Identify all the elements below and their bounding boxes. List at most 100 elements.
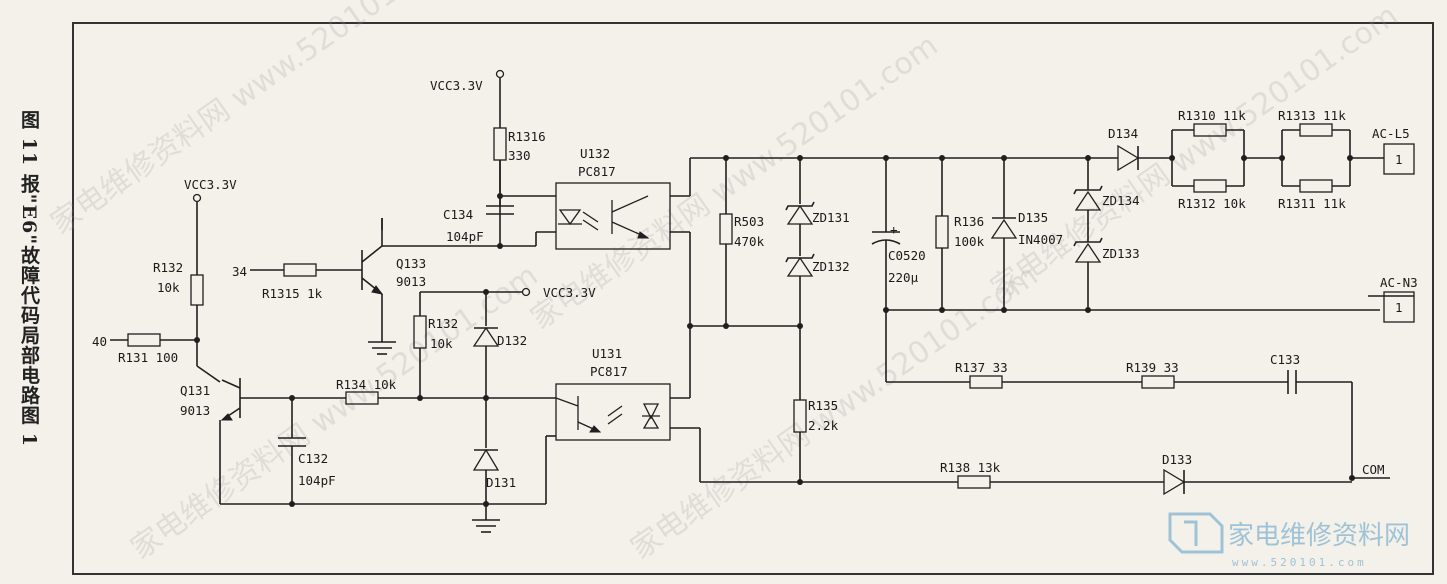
optocoupler-u131: U131 PC817 [555, 346, 671, 441]
svg-text:10k: 10k [157, 280, 180, 295]
svg-text:10k: 10k [430, 336, 453, 351]
diode-d135: D135 IN4007 [990, 158, 1063, 310]
svg-text:ZD134: ZD134 [1102, 193, 1140, 208]
svg-text:R1310 11k: R1310 11k [1178, 108, 1246, 123]
svg-text:ZD133: ZD133 [1102, 246, 1140, 261]
svg-text:R137 33: R137 33 [955, 360, 1008, 375]
svg-text:9013: 9013 [180, 403, 210, 418]
input-34: 34 R1315 1k [232, 263, 362, 301]
watermark-text-1: 家电维修资料网 www.520101.com [45, 0, 465, 242]
connector-ac-n3: AC-N3 1 [1368, 275, 1418, 323]
svg-text:470k: 470k [734, 234, 765, 249]
svg-text:R135: R135 [808, 398, 838, 413]
transistor-q131: Q131 9013 [180, 378, 241, 421]
figure-caption: 图 11 报"E6"故障代码局部电路图 1 [18, 110, 40, 448]
svg-text:C134: C134 [443, 207, 473, 222]
resistor-r131 [127, 333, 161, 347]
resistor-r503: R503 470k [719, 158, 765, 326]
zener-zd133: ZD133 [1073, 237, 1140, 263]
resistor-r1316: R1316 330 [493, 127, 546, 163]
svg-text:34: 34 [232, 264, 247, 279]
capacitor-c134: C134 104pF [443, 160, 514, 244]
svg-text:ZD131: ZD131 [812, 210, 850, 225]
capacitor-c133: C133 [1270, 352, 1300, 394]
diode-d131: D131 [472, 448, 516, 490]
capacitor-c0520: + C0520 220μ [871, 222, 926, 285]
svg-text:U132: U132 [580, 146, 610, 161]
svg-text:R134 10k: R134 10k [336, 377, 397, 392]
connector-ac-l5: AC-L5 1 [1372, 126, 1415, 175]
svg-text:D133: D133 [1162, 452, 1192, 467]
svg-text:C133: C133 [1270, 352, 1300, 367]
input-40: 40 R131 100 [92, 333, 197, 365]
svg-text:C132: C132 [298, 451, 328, 466]
svg-text:R1316: R1316 [508, 129, 546, 144]
capacitor-c132: C132 104pF [278, 398, 336, 504]
schematic-frame [72, 22, 1434, 575]
zener-zd132: ZD132 [785, 253, 850, 277]
resistor-r139: R139 33 [1126, 360, 1179, 389]
ground-q133 [368, 341, 396, 355]
diode-d134: D134 [1108, 126, 1140, 172]
transistor-q133: Q133 9013 [361, 245, 426, 295]
svg-text:100k: 100k [954, 234, 985, 249]
svg-text:VCC3.3V: VCC3.3V [184, 177, 237, 192]
svg-text:330: 330 [508, 148, 531, 163]
optocoupler-u132: U132 PC817 [555, 146, 671, 250]
logo-url: www.520101.com [1232, 556, 1367, 569]
com-label: COM [1362, 462, 1385, 477]
vcc-left-terminal: VCC3.3V [184, 177, 237, 203]
svg-text:Q133: Q133 [396, 256, 426, 271]
svg-text:VCC3.3V: VCC3.3V [543, 285, 596, 300]
resistor-r1312: R1312 10k [1178, 179, 1246, 211]
zener-zd131: ZD131 [785, 201, 850, 225]
svg-text:R138 13k: R138 13k [940, 460, 1001, 475]
svg-text:R132: R132 [428, 316, 458, 331]
zener-zd134: ZD134 [1073, 185, 1140, 211]
svg-text:R139 33: R139 33 [1126, 360, 1179, 375]
svg-text:9013: 9013 [396, 274, 426, 289]
svg-text:PC817: PC817 [578, 164, 616, 179]
logo-name: 家电维修资料网 [1228, 521, 1410, 551]
svg-text:104pF: 104pF [446, 229, 484, 244]
svg-text:VCC3.3V: VCC3.3V [430, 78, 483, 93]
svg-text:R503: R503 [734, 214, 764, 229]
svg-text:R132: R132 [153, 260, 183, 275]
svg-text:AC-N3: AC-N3 [1380, 275, 1418, 290]
resistor-r132-a: R132 10k [153, 260, 204, 306]
svg-text:C0520: C0520 [888, 248, 926, 263]
resistor-r1313: R1313 11k [1278, 108, 1346, 137]
svg-text:Q131: Q131 [180, 383, 210, 398]
svg-text:R1312 10k: R1312 10k [1178, 196, 1246, 211]
svg-text:D131: D131 [486, 475, 516, 490]
svg-text:220μ: 220μ [888, 270, 919, 285]
svg-text:1: 1 [1395, 152, 1403, 167]
diode-d132: D132 [472, 326, 527, 348]
resistor-r137: R137 33 [955, 360, 1008, 389]
resistor-r138: R138 13k [940, 460, 1001, 489]
ground-main [472, 519, 500, 533]
svg-text:PC817: PC817 [590, 364, 628, 379]
watermark-text-3: 家电维修资料网 www.520101.com [985, 0, 1405, 307]
vcc-top-terminal: VCC3.3V [430, 69, 505, 93]
svg-text:U131: U131 [592, 346, 622, 361]
resistor-r1311: R1311 11k [1278, 179, 1346, 211]
vcc-mid-terminal: VCC3.3V [521, 285, 596, 300]
svg-text:2.2k: 2.2k [808, 418, 839, 433]
svg-text:R1311 11k: R1311 11k [1278, 196, 1346, 211]
resistor-r136: R136 100k [935, 158, 985, 310]
svg-text:R131 100: R131 100 [118, 350, 178, 365]
diode-d133: D133 [1162, 452, 1192, 496]
site-logo: 家电维修资料网 www.520101.com [1168, 512, 1410, 569]
svg-text:R136: R136 [954, 214, 984, 229]
svg-text:ZD132: ZD132 [812, 259, 850, 274]
svg-text:AC-L5: AC-L5 [1372, 126, 1410, 141]
svg-text:D132: D132 [497, 333, 527, 348]
svg-text:104pF: 104pF [298, 473, 336, 488]
resistor-r1315 [283, 263, 317, 277]
svg-text:D135: D135 [1018, 210, 1048, 225]
svg-text:D134: D134 [1108, 126, 1138, 141]
svg-text:R1313 11k: R1313 11k [1278, 108, 1346, 123]
svg-text:IN4007: IN4007 [1018, 232, 1063, 247]
